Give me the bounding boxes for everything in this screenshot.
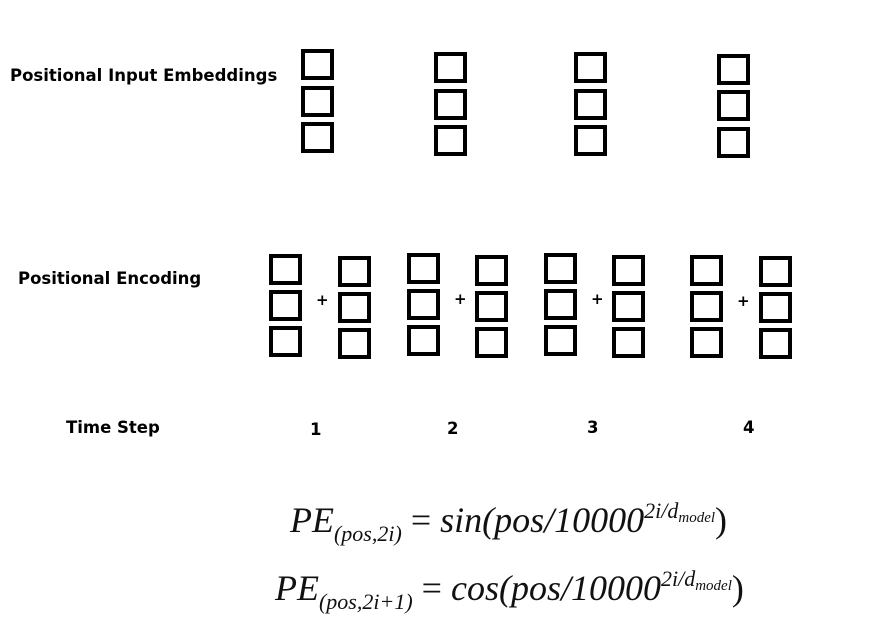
embedding-cell — [574, 125, 607, 156]
formula-exponent-subscript: model — [695, 578, 732, 594]
formula-exponent: 2i/dmodel — [644, 498, 716, 526]
plus-sign: + — [591, 290, 604, 308]
time-step-3: 3 — [587, 418, 599, 437]
formula-exponent-subscript: model — [678, 510, 716, 526]
embedding-cell — [301, 49, 334, 80]
formula-lhs-subscript: (pos,2i+1) — [318, 589, 413, 614]
embedding-cell — [717, 127, 750, 158]
encoding-cell — [338, 256, 371, 287]
time-step-2: 2 — [447, 419, 459, 438]
embedding-cell — [574, 89, 607, 120]
encoding-cell — [475, 255, 508, 286]
encoding-cell — [612, 327, 645, 358]
formula-function: sin — [440, 500, 483, 540]
embedding-cell — [434, 89, 467, 120]
positional-encoding-label: Positional Encoding — [18, 269, 202, 288]
encoding-cell — [269, 254, 302, 285]
time-step-1: 1 — [310, 420, 322, 439]
pe-cos-formula: PE(pos,2i+1) = cos(pos/100002i/dmodel) — [275, 568, 744, 613]
formula-close-paren: ) — [731, 568, 744, 608]
formula-equals: = — [421, 568, 442, 608]
encoding-cell — [759, 256, 792, 287]
encoding-cell — [475, 327, 508, 358]
encoding-cell — [338, 292, 371, 323]
formula-close-paren: ) — [715, 500, 728, 540]
encoding-cell — [407, 253, 440, 284]
encoding-cell — [407, 289, 440, 320]
encoding-cell — [407, 325, 440, 356]
encoding-cell — [612, 291, 645, 322]
formula-function: cos — [450, 568, 499, 608]
encoding-cell — [544, 253, 577, 284]
plus-sign: + — [454, 290, 467, 308]
formula-lhs-subscript: (pos,2i) — [333, 521, 402, 546]
encoding-cell — [475, 291, 508, 322]
plus-sign: + — [737, 292, 750, 310]
time-step-label: Time Step — [66, 418, 160, 437]
encoding-cell — [690, 327, 723, 358]
formula-exponent: 2i/dmodel — [660, 566, 732, 594]
embedding-cell — [717, 54, 750, 85]
formula-lhs: PE — [275, 568, 319, 608]
plus-sign: + — [316, 291, 329, 309]
time-step-4: 4 — [743, 418, 755, 437]
encoding-cell — [269, 326, 302, 357]
formula-argument: (pos/10000 — [482, 500, 645, 540]
formula-equals: = — [410, 500, 432, 540]
encoding-cell — [690, 291, 723, 322]
encoding-cell — [612, 255, 645, 286]
encoding-cell — [269, 290, 302, 321]
embedding-cell — [301, 122, 334, 153]
encoding-cell — [338, 328, 371, 359]
encoding-cell — [759, 292, 792, 323]
formula-lhs: PE — [290, 500, 334, 540]
embedding-cell — [717, 90, 750, 121]
encoding-cell — [544, 325, 577, 356]
embedding-cell — [434, 52, 467, 83]
pe-sin-formula: PE(pos,2i) = sin(pos/100002i/dmodel) — [290, 500, 727, 545]
embedding-cell — [574, 52, 607, 83]
embedding-cell — [301, 86, 334, 117]
embedding-cell — [434, 125, 467, 156]
input-embeddings-label: Positional Input Embeddings — [10, 66, 278, 85]
formula-argument: (pos/10000 — [498, 568, 661, 608]
encoding-cell — [690, 255, 723, 286]
encoding-cell — [759, 328, 792, 359]
encoding-cell — [544, 289, 577, 320]
